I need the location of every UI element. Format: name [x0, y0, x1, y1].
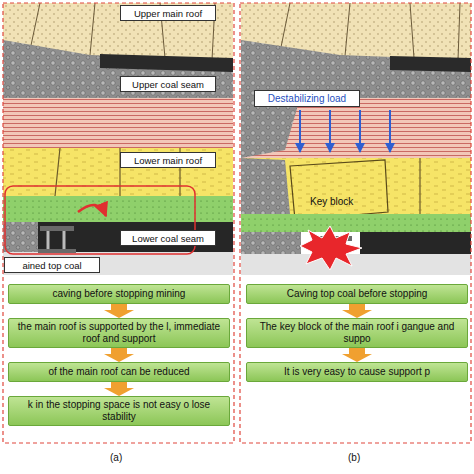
gob-gangue: [241, 158, 290, 214]
panel-frame: [240, 3, 471, 443]
layer-label: Lower coal seam: [120, 230, 216, 246]
node-text: k in the stopping space is not easy o lo…: [13, 399, 225, 423]
panel-b-strata: [241, 3, 471, 275]
node-text: Destabilizing load: [268, 93, 346, 105]
load-arrow: [299, 110, 301, 152]
gob-gangue: [3, 222, 38, 252]
node-text: the main roof is supported by the l, imm…: [13, 321, 225, 345]
layer-label: Upper coal seam: [120, 76, 216, 92]
panel-caption: (a): [110, 452, 122, 463]
load-arrow: [329, 110, 331, 152]
node-text: Upper coal seam: [132, 79, 204, 90]
layer-label: ained top coal: [4, 257, 100, 273]
block-crack: [419, 158, 420, 214]
node-text: Lower main roof: [134, 155, 202, 166]
immediate-roof: [241, 214, 471, 232]
support-leg: [63, 231, 66, 250]
process-box: The key block of the main roof i gangue …: [246, 318, 468, 348]
panel-a-strata: [3, 3, 233, 275]
rotation-arrow: [78, 205, 106, 216]
node-text: caving before stopping mining: [53, 288, 186, 300]
support-canopy: [40, 226, 74, 231]
process-box: Caving top coal before stopping: [246, 284, 468, 304]
process-box: k in the stopping space is not easy o lo…: [8, 396, 230, 426]
support-leg: [47, 231, 50, 250]
flow-arrow: [349, 348, 365, 354]
hydraulic-support: [38, 226, 76, 253]
node-text: Lower coal seam: [132, 233, 204, 244]
floor-rock: [241, 254, 471, 275]
part-label: Key block: [310, 196, 353, 207]
gob-gangue: [241, 232, 301, 254]
support-base: [38, 249, 76, 253]
flow-arrow: [111, 304, 127, 310]
load-arrow: [389, 110, 391, 152]
flow-arrow: [111, 348, 127, 354]
process-box: It is very easy to cause support p: [246, 362, 468, 382]
process-box: caving before stopping mining: [8, 284, 230, 304]
node-text: ained top coal: [22, 260, 81, 271]
node-text: of the main roof can be reduced: [48, 366, 189, 378]
flow-arrow: [349, 304, 365, 310]
node-text: The key block of the main roof i gangue …: [251, 321, 463, 345]
lower-coal-band: [360, 232, 471, 254]
interburden-strata: [241, 98, 471, 158]
process-box: the main roof is supported by the l, imm…: [8, 318, 230, 348]
lower-coal-band: [38, 222, 233, 252]
key-block: [290, 160, 388, 220]
lower-roof-rock: [3, 148, 233, 196]
panel-frame: [3, 3, 234, 443]
layer-label: Lower main roof: [120, 152, 216, 168]
node-text: Upper main roof: [134, 8, 202, 19]
interburden-strata: [3, 98, 233, 148]
upper-coal-band: [100, 54, 233, 72]
node-text: Caving top coal before stopping: [287, 288, 428, 300]
failure-burst: [300, 226, 362, 270]
node-text: It is very easy to cause support p: [284, 366, 430, 378]
floor-rock: [3, 252, 233, 275]
process-box: of the main roof can be reduced: [8, 362, 230, 382]
layer-label: Upper main roof: [120, 5, 216, 21]
panel-caption: (b): [348, 452, 360, 463]
immediate-roof: [3, 196, 233, 222]
gangue: [3, 40, 233, 98]
load-arrows: [300, 110, 390, 152]
load-arrow: [359, 110, 361, 152]
flow-arrow: [111, 382, 127, 388]
upper-coal-band: [390, 56, 471, 72]
gangue: [241, 98, 300, 158]
load-label: Destabilizing load: [254, 90, 360, 107]
